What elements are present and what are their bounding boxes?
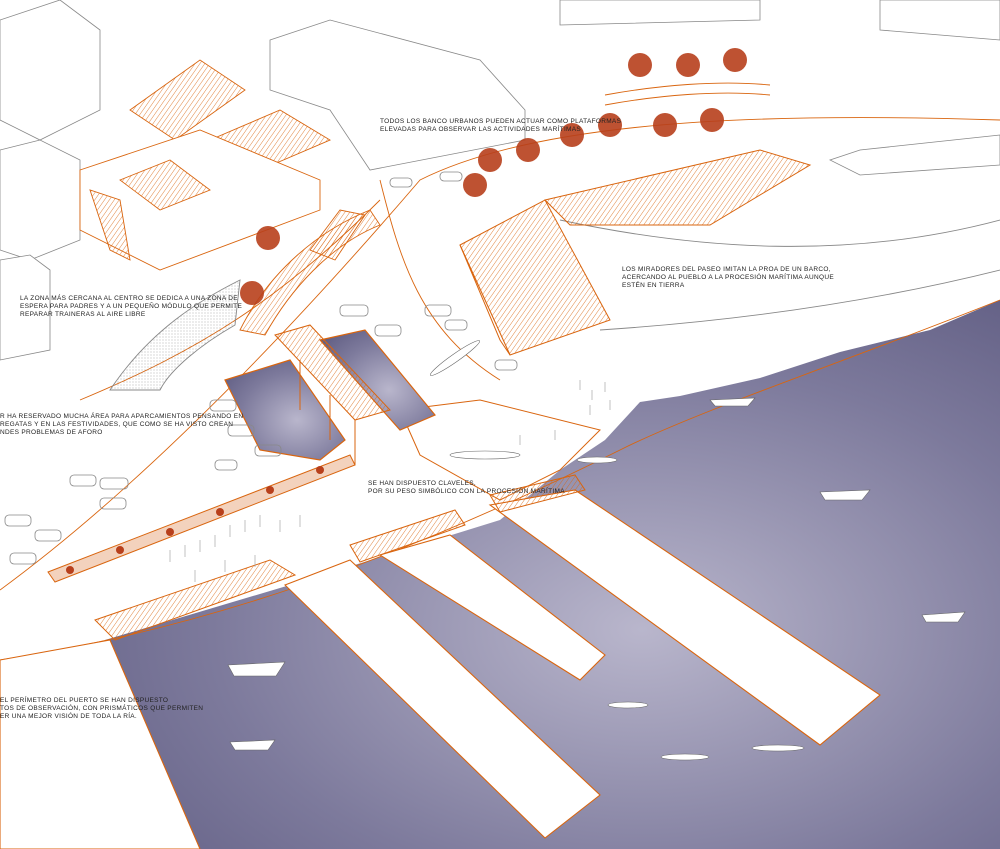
annotation-observation-points: EL PERÍMETRO DEL PUERTO SE HAN DISPUESTO… — [0, 697, 203, 721]
pier-center — [378, 534, 606, 681]
annotation-line: EL PERÍMETRO DEL PUERTO SE HAN DISPUESTO — [0, 697, 169, 704]
covered-pergola — [274, 324, 391, 465]
prow-viewpoint — [459, 149, 812, 356]
tree-icon — [516, 138, 540, 162]
trees — [240, 48, 747, 305]
building-nautical-club — [79, 59, 331, 271]
annotation-line: ESPERA PARA PADRES Y A UN PEQUEÑO MÓDULO… — [20, 303, 243, 310]
annotation-urban-benches: TODOS LOS BANCO URBANOS PUEDEN ACTUAR CO… — [380, 118, 621, 134]
carnation-planter — [47, 454, 356, 583]
annotation-line: NDES PROBLEMAS DE AFORO — [0, 429, 103, 436]
pier-left — [284, 559, 601, 839]
annotation-line: REGATAS Y EN LAS FESTIVIDADES, QUE COMO … — [0, 421, 234, 428]
pedestrians — [169, 380, 611, 582]
annotation-line: TOS DE OBSERVACIÓN, CON PRISMÁTICOS QUE … — [0, 705, 204, 712]
tree-icon — [598, 113, 622, 137]
background-buildings — [0, 0, 1000, 361]
tree-icon — [463, 173, 487, 197]
terrain-lines — [0, 117, 1000, 661]
annotation-line: ACERCANDO AL PUEBLO A LA PROCESIÓN MARÍT… — [622, 274, 834, 281]
annotation-line: R HA RESERVADO MUCHA ÁREA PARA APARCAMIE… — [0, 413, 244, 420]
annotation-carnations: SE HAN DISPUESTO CLAVELES, POR SU PESO S… — [368, 480, 565, 496]
quay-left — [0, 639, 201, 849]
annotation-parking: R HA RESERVADO MUCHA ÁREA PARA APARCAMIE… — [0, 413, 243, 437]
annotation-line: LOS MIRADORES DEL PASEO IMITAN LA PROA D… — [622, 266, 831, 273]
annotation-waiting-zone: LA ZONA MÁS CERCANA AL CENTRO SE DEDICA … — [20, 295, 242, 319]
tree-icon — [256, 226, 280, 250]
tree-icon — [676, 53, 700, 77]
boats — [227, 340, 966, 761]
tree-icon — [723, 48, 747, 72]
tree-icon — [478, 148, 502, 172]
annotation-line: ESTÉN EN TIERRA — [622, 282, 685, 289]
tree-icon — [560, 123, 584, 147]
annotation-line: ELEVADAS PARA OBSERVAR LAS ACTIVIDADES M… — [380, 126, 582, 133]
tree-icon — [653, 113, 677, 137]
annotation-viewpoints: LOS MIRADORES DEL PASEO IMITAN LA PROA D… — [622, 266, 834, 290]
launch-basins — [224, 329, 436, 461]
annotation-line: SE HAN DISPUESTO CLAVELES, — [368, 480, 476, 487]
annotation-line: ER UNA MEJOR VISIÓN DE TODA LA RÍA. — [0, 713, 138, 720]
tree-icon — [240, 281, 264, 305]
tree-icon — [628, 53, 652, 77]
carnations — [66, 466, 324, 574]
curved-stands — [109, 209, 381, 391]
tree-icon — [700, 108, 724, 132]
central-plaza — [399, 399, 601, 501]
piers — [0, 489, 881, 849]
tiered-benches — [604, 82, 771, 106]
annotation-line: TODOS LOS BANCO URBANOS PUEDEN ACTUAR CO… — [380, 118, 622, 125]
annotation-line: LA ZONA MÁS CERCANA AL CENTRO SE DEDICA … — [20, 295, 238, 302]
annotation-line: REPARAR TRAINERAS AL AIRE LIBRE — [20, 311, 146, 318]
parked-cars — [4, 171, 518, 565]
annotation-line: POR SU PESO SIMBÓLICO CON LA PROCESIÓN M… — [368, 488, 565, 495]
pier-canopies — [94, 474, 586, 641]
